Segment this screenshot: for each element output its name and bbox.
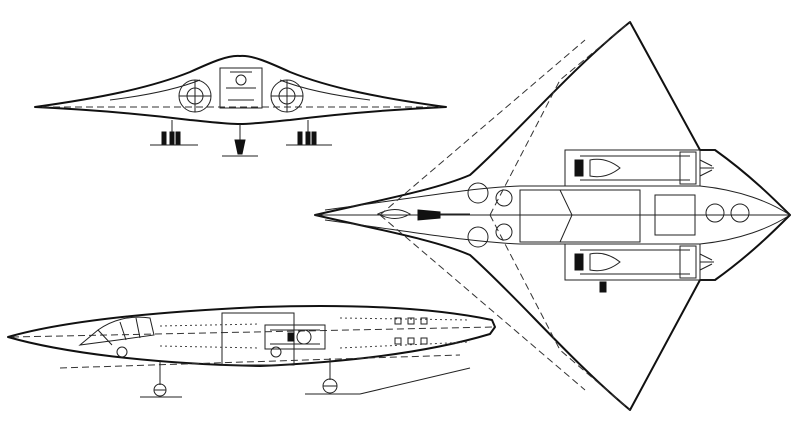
top-view-planform-outline [314,21,791,411]
side-view-main-gear [305,358,360,395]
side-view-nose-gear [140,360,182,398]
side-view-fuselage-outline [7,304,496,367]
front-view-left-engine-intake [178,79,212,113]
top-view-fuel-tank-circles [467,182,750,248]
side-view [7,304,496,398]
top-view-internal-bays [500,189,696,243]
front-view [34,54,447,157]
front-view-right-engine-intake [270,79,304,113]
top-view-upper-engine-nacelle [564,149,714,187]
front-view-nose-gear [222,124,258,157]
top-view-lower-engine-nacelle [564,243,714,293]
side-view-canopy [78,316,155,346]
side-view-rear-panels [394,317,428,345]
side-view-weapons-bay [221,312,295,366]
top-view [314,21,791,411]
side-view-engine [264,324,326,358]
front-view-wing-outline [34,54,447,125]
front-view-fuselage-hatch [219,67,263,109]
front-view-right-main-gear [286,120,332,146]
front-view-left-main-gear [150,120,198,146]
top-view-cockpit [376,209,470,221]
